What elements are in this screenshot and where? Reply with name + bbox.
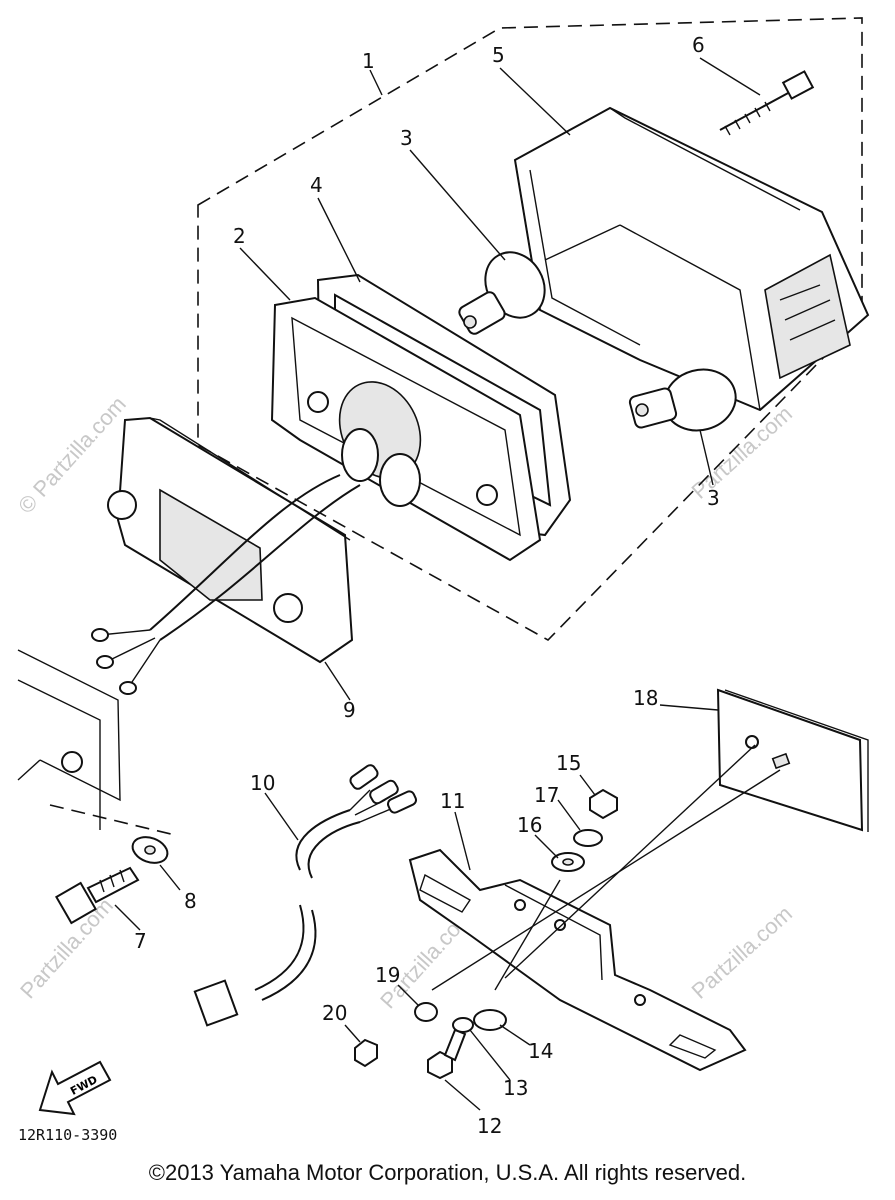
lens-housing	[513, 106, 870, 412]
license-light	[716, 688, 869, 832]
part-label-4: 4	[310, 173, 323, 197]
frame-section	[17, 649, 176, 836]
washer-13	[452, 1017, 474, 1033]
part-labels: 1 5 6 3 4 2 3 9 18 15 17 10 11 16 8 7 19…	[134, 33, 720, 1138]
parts-diagram: © Partzilla.com Partzilla.com Partzilla.…	[13, 17, 870, 1144]
part-label-1: 1	[362, 49, 375, 73]
part-label-6: 6	[692, 33, 705, 57]
washer-14	[473, 1009, 507, 1031]
copyright-footer: ©2013 Yamaha Motor Corporation, U.S.A. A…	[148, 1160, 747, 1185]
part-label-16: 16	[517, 813, 542, 837]
nut-15	[589, 788, 618, 820]
part-label-14: 14	[528, 1039, 553, 1063]
part-label-5: 5	[492, 43, 505, 67]
part-label-12: 12	[477, 1114, 502, 1138]
leader-lines	[114, 57, 781, 1111]
bolt	[55, 866, 140, 925]
nut-20	[354, 1038, 378, 1068]
part-label-2: 2	[233, 224, 246, 248]
part-label-15: 15	[556, 751, 581, 775]
part-label-19: 19	[375, 963, 400, 987]
watermark-right-low: Partzilla.com	[687, 901, 797, 1004]
washer-17	[573, 829, 603, 847]
part-label-11: 11	[440, 789, 465, 813]
bolt-12	[427, 1028, 467, 1080]
diagram-code: 12R110-3390	[18, 1126, 117, 1144]
washer	[131, 836, 169, 864]
license-bracket	[408, 848, 747, 1072]
part-label-8: 8	[184, 889, 197, 913]
part-label-13: 13	[503, 1076, 528, 1100]
part-label-20: 20	[322, 1001, 347, 1025]
wire-harness	[193, 764, 418, 1027]
part-label-9: 9	[343, 698, 356, 722]
part-label-10: 10	[250, 771, 275, 795]
part-label-3-upper: 3	[400, 126, 413, 150]
washer-19	[414, 1002, 438, 1022]
part-label-18: 18	[633, 686, 658, 710]
washer-16	[551, 852, 585, 872]
rear-housing-plate	[107, 416, 354, 664]
tail-light-base	[270, 296, 542, 562]
bulb-upper	[458, 251, 546, 335]
part-label-3-lower: 3	[707, 486, 720, 510]
bulb-lower	[628, 368, 737, 432]
screw	[719, 70, 815, 136]
part-label-17: 17	[534, 783, 559, 807]
forward-arrow-icon: FWD	[38, 1060, 112, 1116]
wire-leads	[91, 474, 361, 695]
part-label-7: 7	[134, 929, 147, 953]
